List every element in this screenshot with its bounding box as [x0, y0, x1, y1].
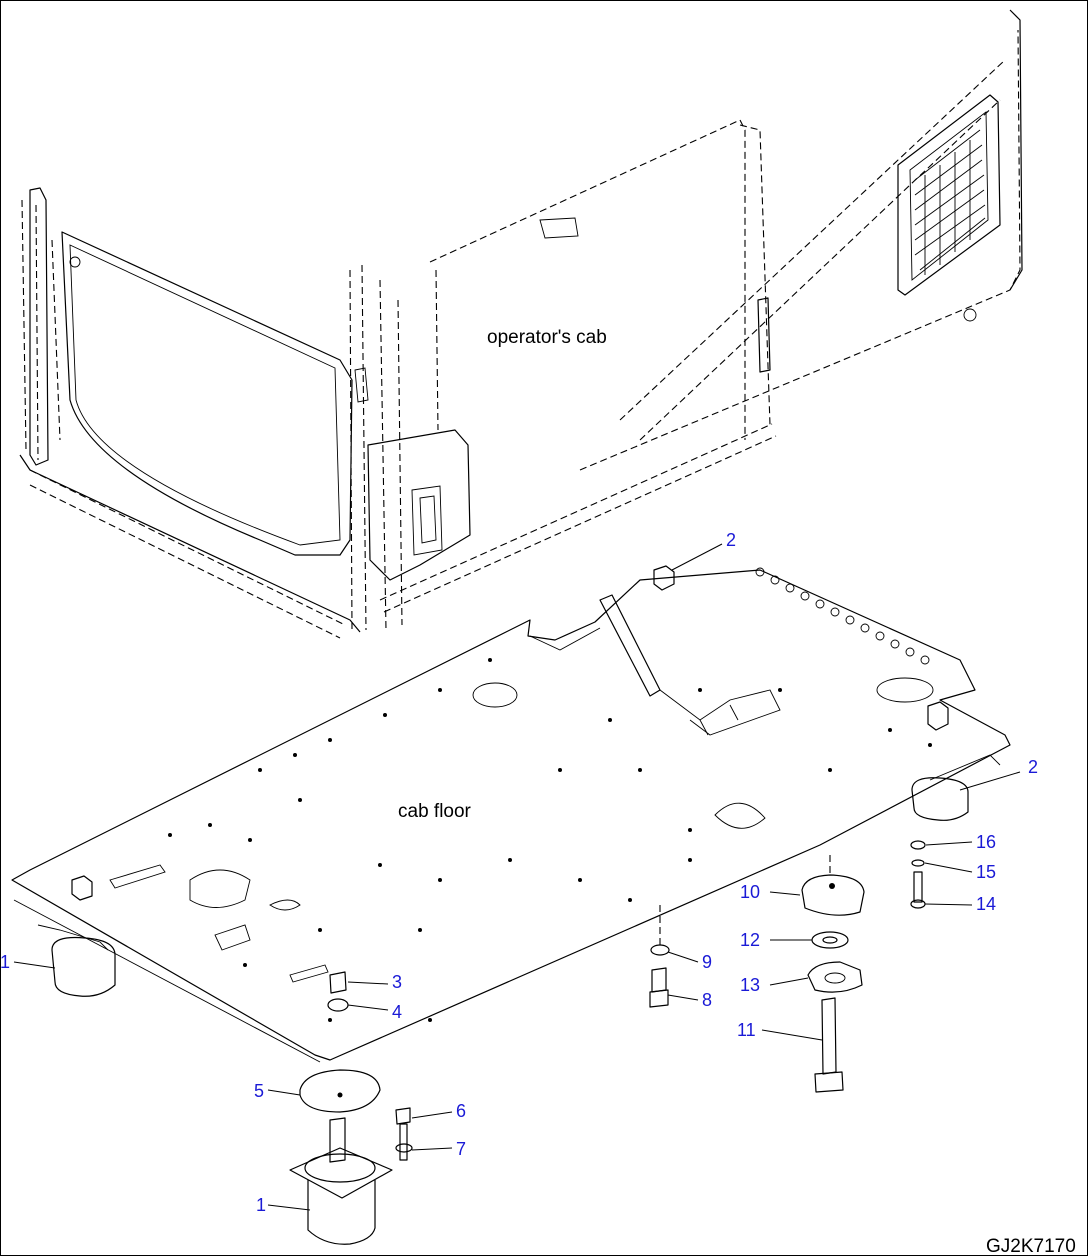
- leader-lines: [13, 543, 1021, 1211]
- callout-9[interactable]: 9: [702, 952, 712, 972]
- callout-12[interactable]: 12: [740, 930, 760, 950]
- callout-14[interactable]: 14: [976, 894, 996, 914]
- mount-assembly-right: [649, 840, 926, 1093]
- cab-label: operator's cab: [487, 327, 607, 348]
- callout-11[interactable]: 11: [737, 1020, 756, 1040]
- callout-10[interactable]: 10: [740, 882, 760, 902]
- callout-2-top[interactable]: 2: [726, 530, 736, 550]
- callout-3[interactable]: 3: [392, 972, 402, 992]
- callout-2-right[interactable]: 2: [1028, 757, 1038, 777]
- operator-cab: [19, 9, 1023, 639]
- callout-5[interactable]: 5: [254, 1081, 264, 1101]
- callout-15[interactable]: 15: [976, 862, 996, 882]
- cab-floor-plate: [11, 565, 1011, 1063]
- callout-1-bottom[interactable]: 1: [256, 1195, 266, 1215]
- callout-13[interactable]: 13: [740, 975, 760, 995]
- callout-16[interactable]: 16: [976, 832, 996, 852]
- callout-8[interactable]: 8: [702, 990, 712, 1010]
- floor-label: cab floor: [398, 801, 472, 822]
- callout-4[interactable]: 4: [392, 1002, 402, 1022]
- drawing-code: GJ2K7170: [986, 1236, 1076, 1257]
- callout-1-left[interactable]: 1: [0, 952, 10, 972]
- callout-6[interactable]: 6: [456, 1101, 466, 1121]
- callout-7[interactable]: 7: [456, 1139, 466, 1159]
- mount-assembly-lower: [289, 1069, 413, 1245]
